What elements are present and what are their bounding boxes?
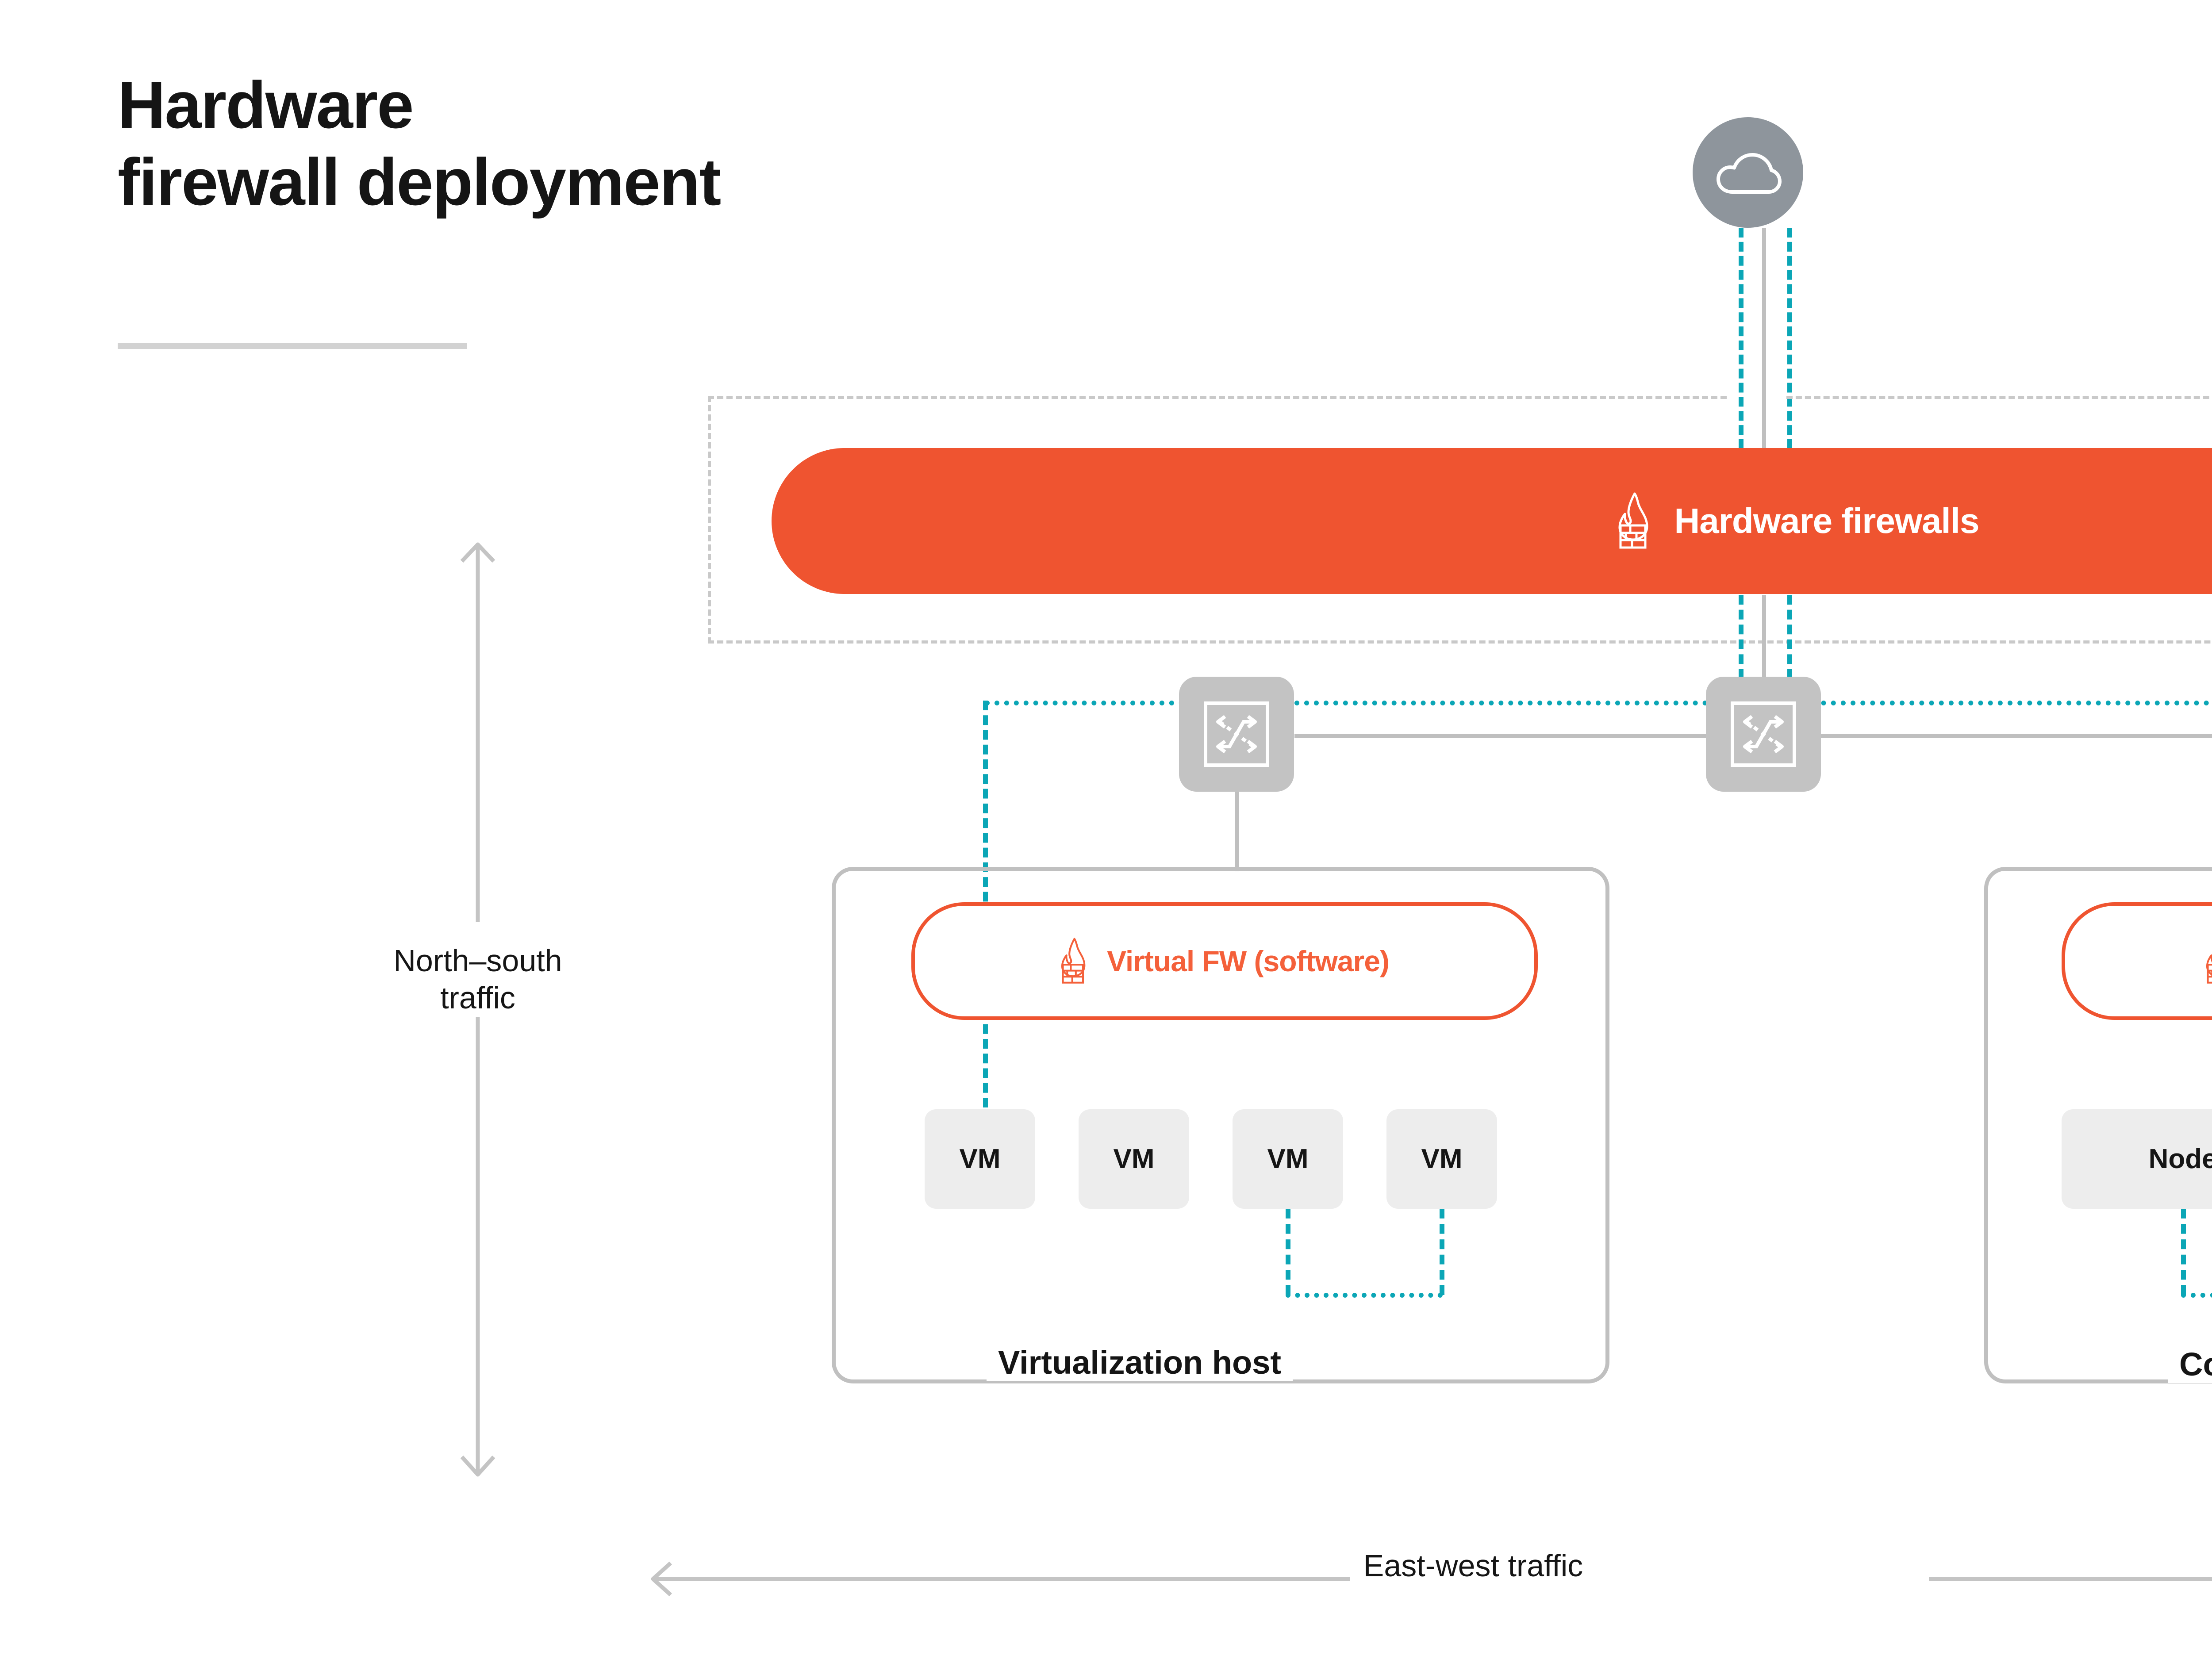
container-host-label: Container host: [2168, 1345, 2212, 1383]
north-south-arrow-upper: [460, 542, 495, 922]
switch-teal-left-out: [985, 701, 1184, 705]
north-south-traffic-label-line1: North–south: [393, 943, 562, 978]
network-edge-region: [708, 396, 2212, 644]
chip-vm-2-label: VM: [1113, 1144, 1155, 1174]
network-edge-border-bottom: [708, 640, 2212, 644]
firewall-to-switch-teal-right: [1787, 595, 1792, 679]
teal-loop-vm-bottom: [1286, 1293, 1443, 1298]
chip-vm-2[interactable]: VM: [1079, 1109, 1189, 1209]
cloud-to-firewall-teal-left: [1739, 228, 1743, 449]
chip-node-1-label: Node 1: [2148, 1144, 2212, 1174]
teal-loop-vm4-down: [1440, 1209, 1444, 1295]
chip-vm-4[interactable]: VM: [1386, 1109, 1497, 1209]
chip-vm-3-label: VM: [1267, 1144, 1309, 1174]
virtual-fw-label: Virtual FW (software): [1107, 945, 1390, 977]
hardware-firewalls-label: Hardware firewalls: [1674, 501, 1980, 540]
chip-vm-1[interactable]: VM: [925, 1109, 1035, 1209]
virtualization-host-box: [832, 867, 1609, 1383]
east-west-arrow-left: [651, 1561, 1464, 1597]
switch-teal-center-right: [1792, 701, 2212, 705]
network-edge-border-left: [708, 396, 711, 644]
firewall-flame-brick-icon: [1061, 938, 1086, 984]
switch-teal-center-left: [1294, 701, 1737, 705]
cloud-to-firewall-teal-right: [1787, 228, 1792, 449]
east-west-arrow-right: [1929, 1577, 2212, 1581]
network-edge-border-top-left: [708, 396, 1727, 399]
chip-vm-1-label: VM: [959, 1144, 1001, 1174]
chip-node-1[interactable]: Node 1: [2062, 1109, 2212, 1209]
title-divider: [118, 343, 467, 349]
hardware-firewalls-bar[interactable]: Hardware firewalls: [772, 448, 2212, 594]
east-west-traffic-label: East-west traffic: [1350, 1548, 1597, 1583]
switch-link-center-right: [1792, 734, 2212, 738]
cluster-fw-pill[interactable]: Cluster FW (software): [2062, 902, 2212, 1020]
north-south-arrow-lower: [460, 1017, 495, 1477]
page-title-line-2: firewall deployment: [118, 145, 721, 219]
north-south-traffic-label: North–south traffic: [283, 942, 672, 1016]
firewall-to-switch-gray: [1762, 595, 1766, 679]
cloud-to-firewall-gray: [1762, 228, 1766, 449]
teal-loop-vm3-down: [1286, 1209, 1290, 1295]
virtualization-host-label: Virtualization host: [987, 1344, 1293, 1381]
north-south-traffic-label-line2: traffic: [440, 981, 515, 1015]
switch-left[interactable]: [1179, 677, 1294, 792]
switch-center[interactable]: [1706, 677, 1821, 792]
cloud-icon: [1717, 153, 1782, 194]
container-host-box: [1984, 867, 2212, 1383]
switch-link-left-center: [1294, 734, 1737, 738]
chip-vm-3[interactable]: VM: [1233, 1109, 1343, 1209]
firewall-to-switch-teal-left: [1739, 595, 1743, 679]
cloud-node: [1693, 117, 1803, 228]
firewall-flame-brick-icon: [1618, 492, 1648, 549]
page-title: Hardware firewall deployment: [118, 66, 1179, 220]
chip-vm-4-label: VM: [1421, 1144, 1463, 1174]
cloud-circle: [1693, 117, 1803, 228]
network-edge-border-top-right: [1786, 396, 2212, 399]
virtual-fw-pill[interactable]: Virtual FW (software): [911, 902, 1538, 1020]
switch-left-to-host-gray: [1235, 792, 1239, 871]
teal-loop-node1-down: [2181, 1209, 2186, 1295]
network-switch-icon: [1204, 701, 1269, 767]
network-switch-icon: [1731, 701, 1796, 767]
firewall-flame-brick-icon: [2206, 954, 2212, 984]
teal-loop-node-bottom: [2181, 1293, 2212, 1298]
page-title-line-1: Hardware: [118, 68, 414, 142]
